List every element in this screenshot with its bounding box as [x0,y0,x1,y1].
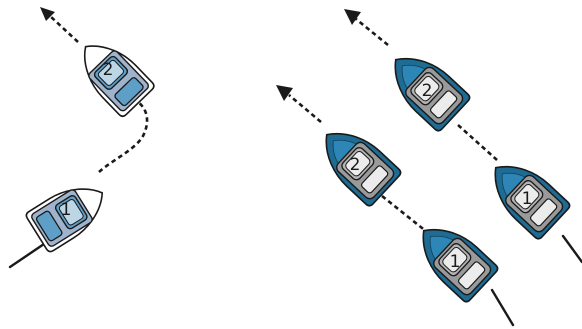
left-lead-boat-number: 2 [103,60,114,80]
right-column-a-link-line [382,196,427,232]
right-column-b-lead-boat-number: 2 [422,81,433,101]
left-scene: 2 1 [10,7,156,267]
right-scene: 2 1 2 1 [276,9,582,325]
right-column-a-follow-boat-number: 1 [450,252,461,272]
right-column-a-lead-boat-number: 2 [350,155,361,175]
right-column-a-arrow-icon [276,85,293,101]
left-tow-line [10,244,44,267]
left-heading-line [50,16,78,42]
right-column-a-heading-line [289,95,321,122]
right-column-b-link-line [458,125,497,160]
right-column-b-heading-line [356,19,388,45]
right-column-b-arrow-icon [344,9,361,25]
right-tow-line-a [492,290,513,325]
left-follow-boat-number: 1 [61,200,72,220]
right-tow-line-b [563,236,582,262]
right-column-b-follow-boat-number: 1 [522,189,533,209]
